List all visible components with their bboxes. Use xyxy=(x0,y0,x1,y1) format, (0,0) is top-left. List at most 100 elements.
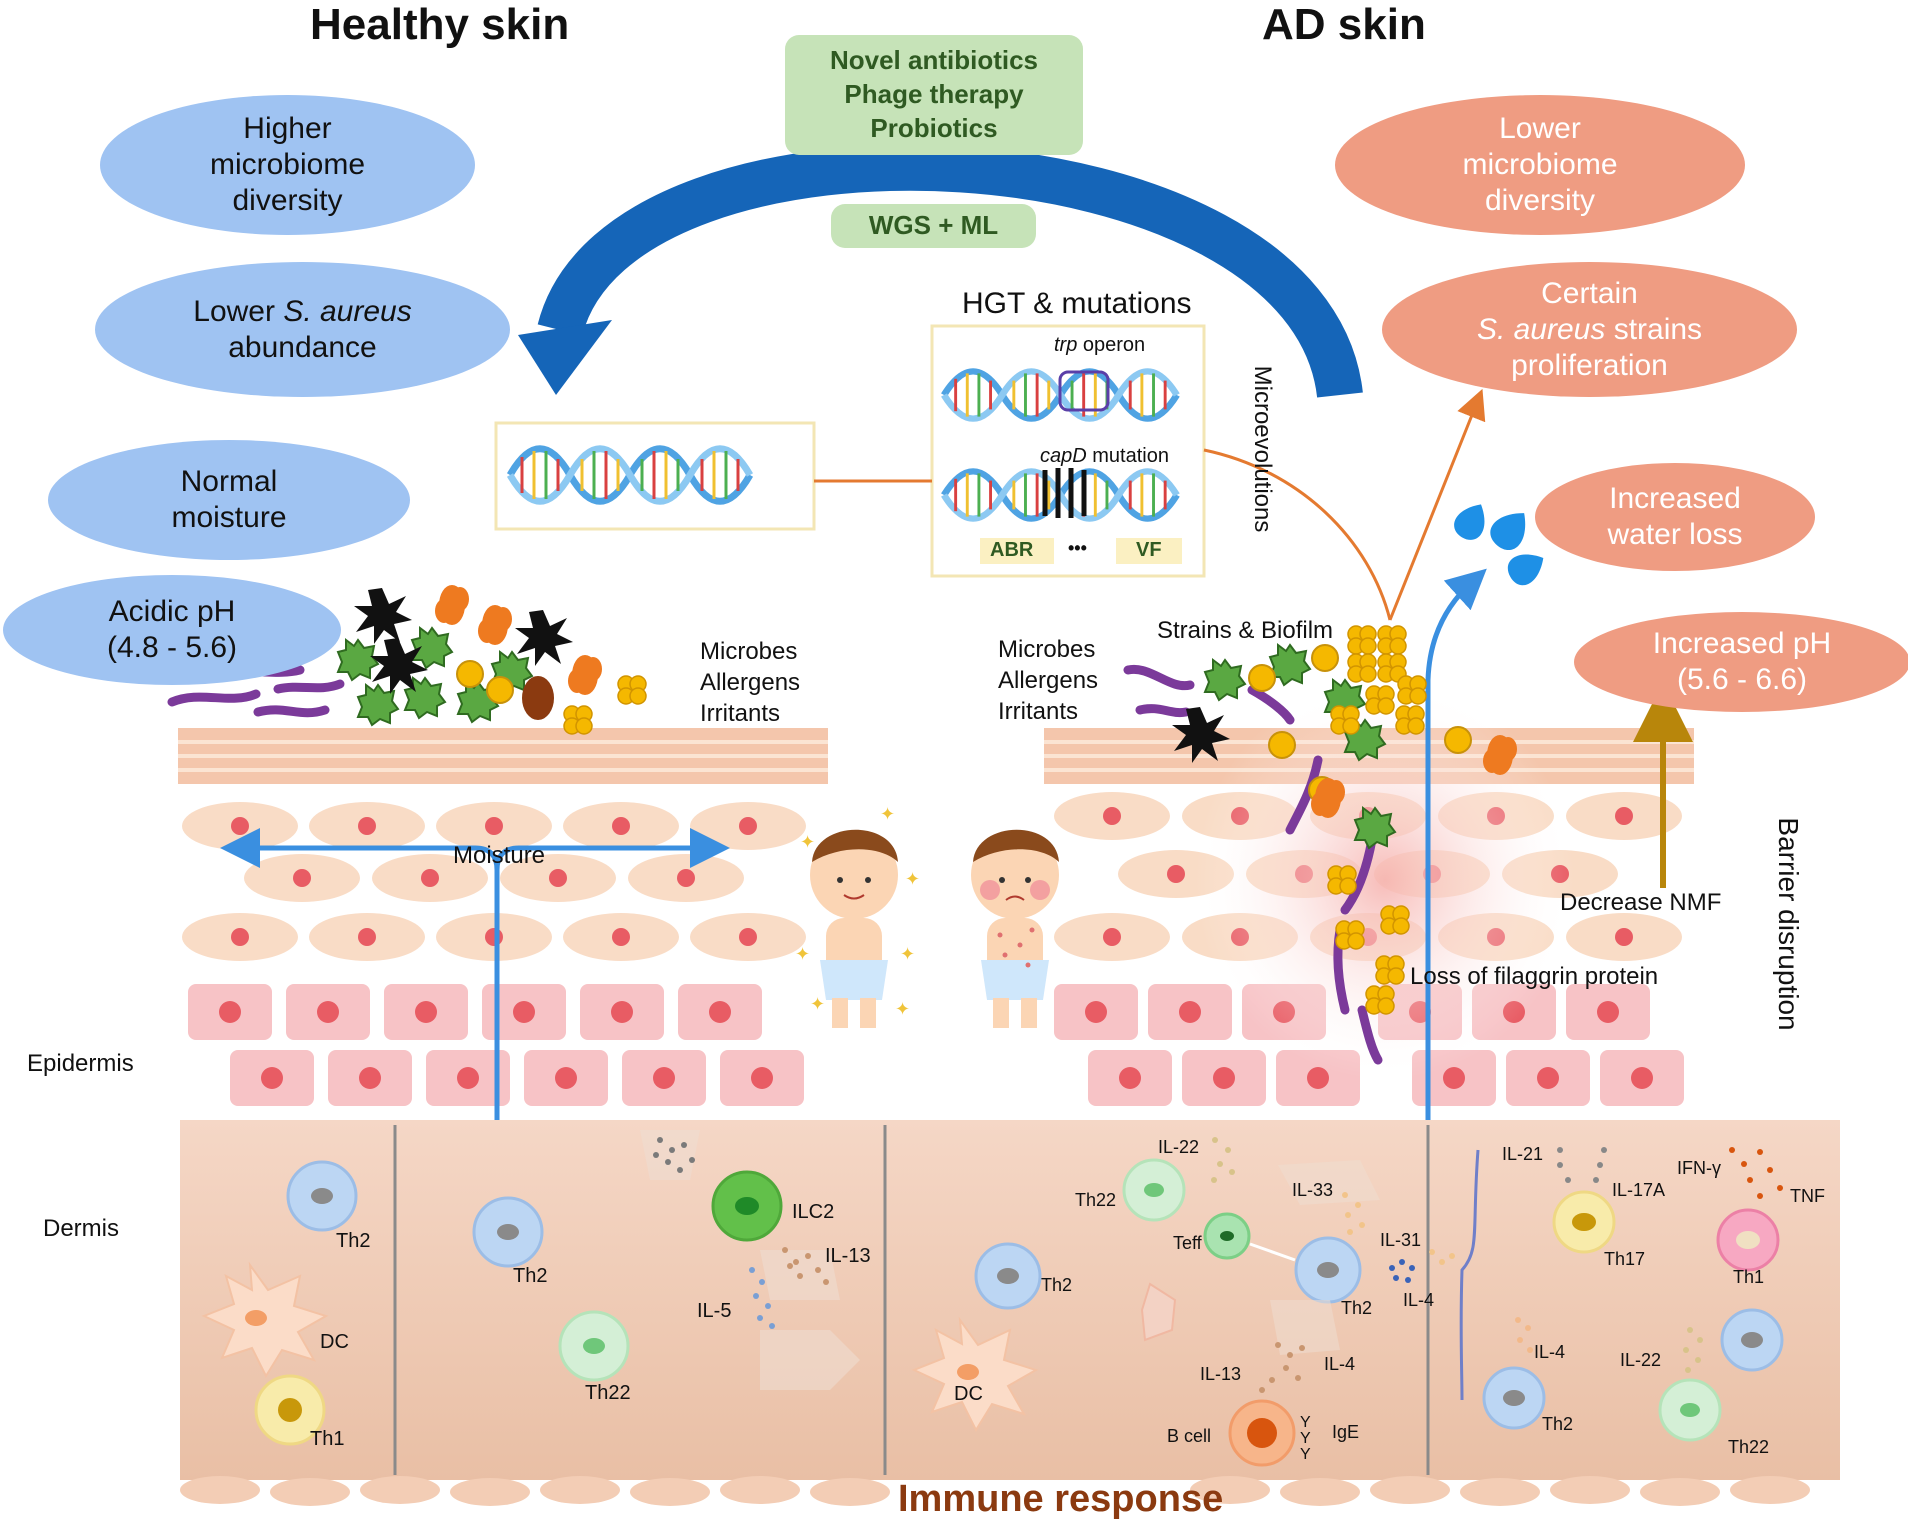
ige-label: IgE xyxy=(1332,1422,1360,1442)
teff-label: Teff xyxy=(1173,1233,1202,1253)
therapy-phage: Phage therapy xyxy=(844,79,1024,110)
svg-text:✦: ✦ xyxy=(895,999,910,1019)
bcell-label: B cell xyxy=(1167,1426,1212,1446)
il4-label: IL-4 xyxy=(1324,1354,1356,1374)
trp-operon-label: trp operon xyxy=(1054,334,1145,357)
text-certain: Certain xyxy=(1541,276,1638,310)
dermis-cells xyxy=(201,1130,1784,1467)
feedback-arrow-head xyxy=(518,320,612,395)
il31-label: IL-31 xyxy=(1380,1230,1422,1250)
th1-label: Th1 xyxy=(1733,1267,1765,1287)
microevolutions-label: Microevolutions xyxy=(1249,365,1276,533)
immune-response-label: Immune response xyxy=(898,1478,1224,1520)
text-allergens: Allergens xyxy=(998,667,1099,695)
tnf-label: TNF xyxy=(1790,1186,1825,1206)
il5-label: IL-5 xyxy=(697,1300,732,1322)
hgt-title: HGT & mutations xyxy=(962,287,1192,320)
therapy-antibiotics: Novel antibiotics xyxy=(829,45,1039,76)
text-strains: strains xyxy=(1605,312,1703,346)
il4-label: IL-4 xyxy=(1403,1290,1435,1310)
th22-label: Th22 xyxy=(1075,1190,1117,1210)
text-lower: Lower xyxy=(1499,112,1581,145)
th2-label: Th2 xyxy=(1542,1414,1574,1434)
text-species: S. aureus xyxy=(283,294,412,328)
capd-italic: capD xyxy=(1040,445,1087,467)
filaggrin-label: Loss of filaggrin protein xyxy=(1410,963,1659,990)
text-species: S. aureus xyxy=(1476,312,1606,346)
text-ph-range: (4.8 - 5.6) xyxy=(106,631,238,664)
decrease-nmf-label: Decrease NMF xyxy=(1560,889,1722,916)
text-microbes: Microbes xyxy=(700,638,798,665)
ellipsis-label: ••• xyxy=(1068,538,1087,558)
th17-label: Th17 xyxy=(1604,1249,1646,1269)
vf-label: VF xyxy=(1136,539,1162,561)
il13-label: IL-13 xyxy=(825,1245,871,1267)
text-ph-range: (5.6 - 6.6) xyxy=(1676,663,1808,696)
healthy-microbes xyxy=(167,585,647,735)
ad-skin-title: AD skin xyxy=(1262,0,1426,49)
trp-rest: operon xyxy=(1077,334,1146,356)
il33-label: IL-33 xyxy=(1292,1180,1334,1200)
il21-label: IL-21 xyxy=(1502,1144,1544,1164)
svg-text:✦: ✦ xyxy=(880,804,895,824)
ifng-label: IFN-γ xyxy=(1677,1158,1721,1178)
th2-label: Th2 xyxy=(1341,1298,1373,1318)
text-allergens: Allergens xyxy=(700,669,801,697)
text-abundance: abundance xyxy=(228,330,377,364)
text-water-loss: water loss xyxy=(1607,518,1743,551)
capd-label: capD mutation xyxy=(1040,445,1169,468)
th22-label: Th22 xyxy=(1728,1437,1770,1457)
il17a-label: IL-17A xyxy=(1612,1180,1666,1200)
epidermis-label: Epidermis xyxy=(27,1050,134,1077)
oval-increased-ph: Increased pH(5.6 - 6.6) xyxy=(1574,612,1908,712)
text-diversity: diversity xyxy=(1484,184,1595,217)
ad-microbes xyxy=(1123,625,1517,1065)
dc-label: DC xyxy=(320,1331,349,1353)
dermis-label: Dermis xyxy=(43,1215,119,1242)
th2-label: Th2 xyxy=(336,1230,371,1252)
text-proliferation: proliferation xyxy=(1511,348,1668,382)
text-irritants: Irritants xyxy=(700,700,781,728)
healthy-microbes-label: Microbes Allergens Irritants xyxy=(700,636,800,730)
therapy-box: Novel antibiotics Phage therapy Probioti… xyxy=(785,35,1083,155)
text-microbiome: microbiome xyxy=(1462,148,1618,181)
text-lower: Lower xyxy=(193,294,284,328)
text-higher: Higher xyxy=(243,112,332,145)
wgs-ml-box: WGS + ML xyxy=(831,204,1036,248)
th2-label: Th2 xyxy=(513,1265,548,1287)
capd-rest: mutation xyxy=(1086,445,1169,467)
text-acidic: Acidic pH xyxy=(108,595,236,628)
svg-text:✦: ✦ xyxy=(795,944,810,964)
svg-text:✦: ✦ xyxy=(800,832,815,852)
text-normal: Normal xyxy=(180,465,278,498)
il13-label: IL-13 xyxy=(1200,1364,1242,1384)
text-microbiome: microbiome xyxy=(209,148,366,181)
barrier-disruption-label: Barrier disruption xyxy=(1773,817,1804,1031)
moisture-label: Moisture xyxy=(453,842,546,869)
dc-label: DC xyxy=(954,1383,983,1405)
abr-label: ABR xyxy=(990,539,1034,561)
th22-label: Th22 xyxy=(585,1382,631,1404)
healthy-skin-title: Healthy skin xyxy=(310,0,570,49)
ige-antibody-marks: Y Y Y xyxy=(1300,1414,1311,1463)
strains-biofilm-label: Strains & Biofilm xyxy=(1157,617,1334,644)
svg-text:✦: ✦ xyxy=(905,869,920,889)
ad-microbes-label: Microbes Allergens Irritants xyxy=(998,634,1098,728)
svg-text:✦: ✦ xyxy=(810,994,825,1014)
text-irritants: Irritants xyxy=(998,698,1079,726)
text-moisture: moisture xyxy=(171,501,287,534)
therapy-probiotics: Probiotics xyxy=(870,112,998,143)
text-increased-ph: Increased pH xyxy=(1652,627,1832,660)
text-microbes: Microbes xyxy=(998,636,1096,663)
healthy-baby: ✦✦✦✦✦✦✦ xyxy=(795,804,920,1028)
feedback-arrow-body xyxy=(537,144,1363,399)
ad-baby xyxy=(971,829,1059,1028)
